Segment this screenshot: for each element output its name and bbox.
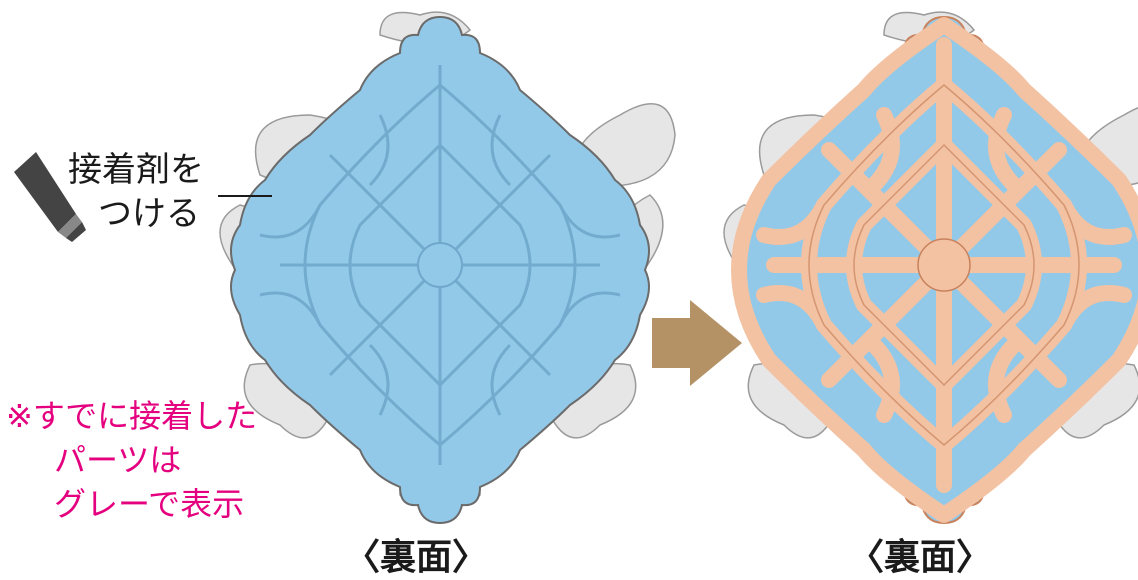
ornament-back-glued: [219, 11, 676, 525]
caption-back-right: 〈裏面〉: [848, 537, 993, 578]
arrow-right-icon: [652, 300, 742, 386]
glue-tube-icon: [14, 152, 86, 242]
glue-label-line2: つける: [98, 194, 200, 234]
note-line2: パーツは: [54, 441, 182, 479]
note-line3: グレーで表示: [54, 485, 245, 523]
note-line1: ※すでに接着した: [6, 397, 258, 435]
gray-parts-note: ※すでに接着した パーツは グレーで表示: [6, 394, 257, 526]
glue-label: 接着剤を つける: [68, 148, 204, 236]
ornament-back-result: [723, 11, 1138, 525]
caption-back-left: 〈裏面〉: [344, 537, 489, 578]
glue-label-line1: 接着剤を: [68, 150, 204, 190]
